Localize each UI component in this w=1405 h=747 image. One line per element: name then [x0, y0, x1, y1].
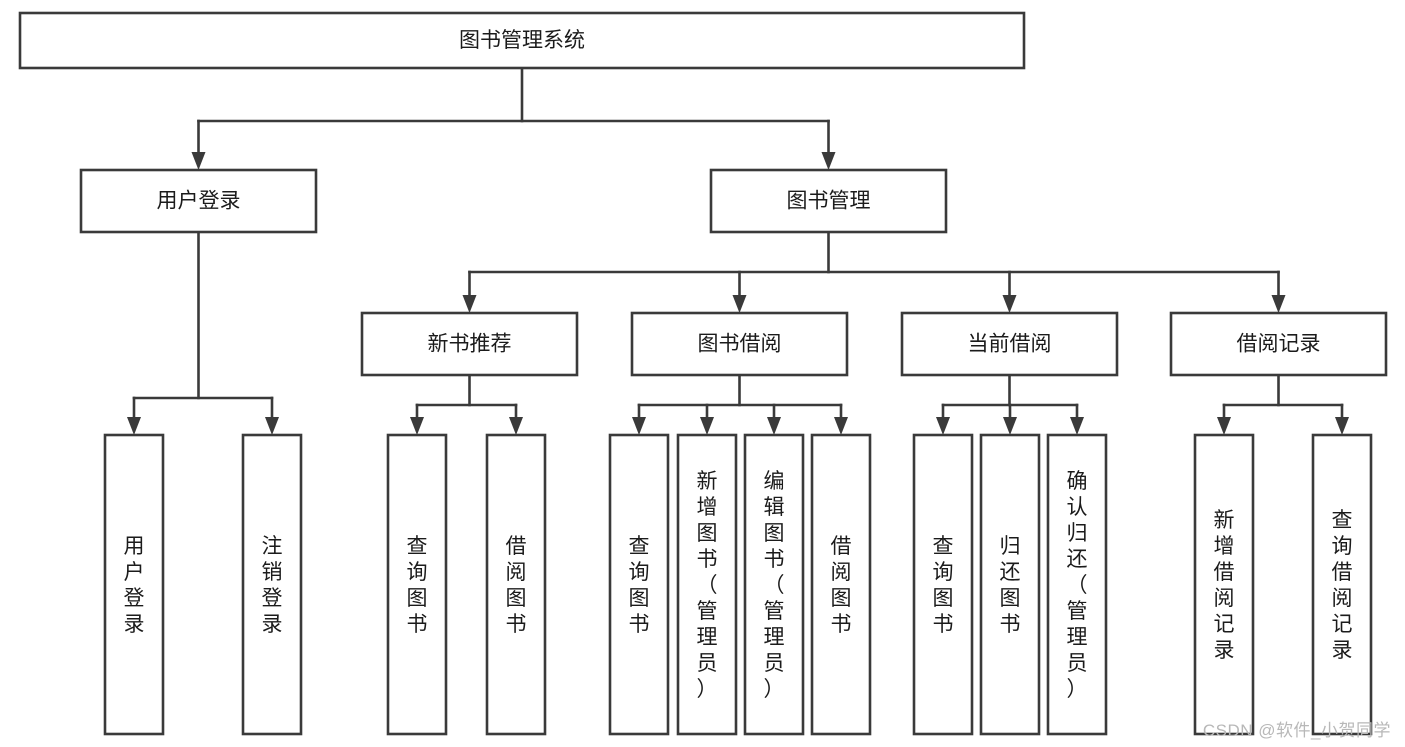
node-box-leaf-add-book[interactable]	[676, 433, 738, 736]
node-box-leaf-logout[interactable]	[241, 433, 303, 736]
node-box-leaf-user-login[interactable]	[103, 433, 165, 736]
node-label-leaf-user-login: 用户登录	[124, 535, 145, 636]
arrow-head-icon	[127, 417, 141, 435]
arrow-head-icon	[821, 152, 836, 170]
node-leaf-borrow-book[interactable]: 借阅图书	[810, 433, 872, 736]
node-label-leaf-query-book-rec: 查询图书	[407, 535, 428, 636]
node-box-leaf-edit-book[interactable]	[743, 433, 805, 736]
node-label-current-borrow: 当前借阅	[968, 333, 1052, 356]
node-label-leaf-logout: 注销登录	[262, 535, 283, 636]
node-leaf-return-book[interactable]: 归还图书	[979, 433, 1041, 736]
node-label-book-borrow: 图书借阅	[698, 333, 782, 356]
csdn-watermark: CSDN @软件_小贺同学	[1202, 721, 1391, 740]
arrow-head-icon	[767, 417, 781, 435]
node-book-borrow[interactable]: 图书借阅	[630, 311, 849, 377]
node-leaf-query-record[interactable]: 查询借阅记录	[1311, 433, 1373, 736]
node-box-borrow-record[interactable]	[1169, 311, 1388, 377]
arrow-head-icon	[462, 295, 477, 313]
node-box-leaf-query-record[interactable]	[1311, 433, 1373, 736]
node-box-new-book-recommend[interactable]	[360, 311, 579, 377]
node-leaf-logout[interactable]: 注销登录	[241, 433, 303, 736]
arrow-head-icon	[410, 417, 424, 435]
arrow-head-icon	[1002, 295, 1017, 313]
arrow-head-icon	[1217, 417, 1231, 435]
node-box-leaf-confirm-return[interactable]	[1046, 433, 1108, 736]
arrow-head-icon	[265, 417, 279, 435]
node-leaf-confirm-return[interactable]: 确认归还（管理员）	[1046, 433, 1108, 736]
node-label-leaf-return-book: 归还图书	[1000, 535, 1021, 636]
node-label-leaf-borrow-book: 借阅图书	[831, 535, 852, 636]
node-box-leaf-query-book-rec[interactable]	[386, 433, 448, 736]
node-book-manage[interactable]: 图书管理	[709, 168, 948, 234]
node-root[interactable]: 图书管理系统	[18, 11, 1026, 70]
node-box-book-manage[interactable]	[709, 168, 948, 234]
node-box-leaf-return-book[interactable]	[979, 433, 1041, 736]
node-leaf-query-book-borrow[interactable]: 查询图书	[608, 433, 670, 736]
arrow-head-icon	[700, 417, 714, 435]
node-user-login[interactable]: 用户登录	[79, 168, 318, 234]
node-leaf-add-book[interactable]: 新增图书（管理员）	[676, 433, 738, 736]
node-new-book-recommend[interactable]: 新书推荐	[360, 311, 579, 377]
arrow-head-icon	[936, 417, 950, 435]
node-label-new-book-recommend: 新书推荐	[428, 333, 512, 356]
node-box-current-borrow[interactable]	[900, 311, 1119, 377]
node-box-root[interactable]	[18, 11, 1026, 70]
node-label-leaf-borrow-book-rec: 借阅图书	[506, 535, 527, 636]
arrow-head-icon	[632, 417, 646, 435]
node-borrow-record[interactable]: 借阅记录	[1169, 311, 1388, 377]
node-label-leaf-query-book-current: 查询图书	[933, 535, 954, 636]
node-leaf-edit-book[interactable]: 编辑图书（管理员）	[743, 433, 805, 736]
node-leaf-user-login[interactable]: 用户登录	[103, 433, 165, 736]
arrow-head-icon	[834, 417, 848, 435]
node-current-borrow[interactable]: 当前借阅	[900, 311, 1119, 377]
node-leaf-query-book-rec[interactable]: 查询图书	[386, 433, 448, 736]
arrow-head-icon	[1335, 417, 1349, 435]
node-label-root: 图书管理系统	[459, 29, 585, 52]
node-box-user-login[interactable]	[79, 168, 318, 234]
node-box-leaf-borrow-book[interactable]	[810, 433, 872, 736]
node-box-leaf-add-record[interactable]	[1193, 433, 1255, 736]
arrow-head-icon	[191, 152, 206, 170]
node-label-leaf-query-book-borrow: 查询图书	[629, 535, 650, 636]
node-leaf-query-book-current[interactable]: 查询图书	[912, 433, 974, 736]
arrow-head-icon	[509, 417, 523, 435]
node-label-book-manage: 图书管理	[787, 190, 871, 213]
node-box-leaf-query-book-current[interactable]	[912, 433, 974, 736]
node-leaf-borrow-book-rec[interactable]: 借阅图书	[485, 433, 547, 736]
node-leaf-add-record[interactable]: 新增借阅记录	[1193, 433, 1255, 736]
arrow-head-icon	[732, 295, 747, 313]
node-label-leaf-query-record: 查询借阅记录	[1332, 509, 1353, 662]
node-label-leaf-confirm-return: 确认归还（管理员）	[1067, 470, 1088, 701]
arrow-head-icon	[1070, 417, 1084, 435]
connectors-layer	[127, 66, 1349, 435]
node-label-leaf-add-book: 新增图书（管理员）	[697, 470, 718, 701]
arrow-head-icon	[1003, 417, 1017, 435]
node-box-book-borrow[interactable]	[630, 311, 849, 377]
node-label-user-login: 用户登录	[157, 190, 241, 213]
node-box-leaf-query-book-borrow[interactable]	[608, 433, 670, 736]
node-box-leaf-borrow-book-rec[interactable]	[485, 433, 547, 736]
node-label-borrow-record: 借阅记录	[1237, 333, 1321, 356]
arrow-head-icon	[1271, 295, 1286, 313]
node-label-leaf-edit-book: 编辑图书（管理员）	[764, 470, 785, 701]
node-label-leaf-add-record: 新增借阅记录	[1214, 509, 1235, 662]
nodes-layer: 图书管理系统用户登录图书管理新书推荐图书借阅当前借阅借阅记录用户登录注销登录查询…	[18, 11, 1388, 736]
